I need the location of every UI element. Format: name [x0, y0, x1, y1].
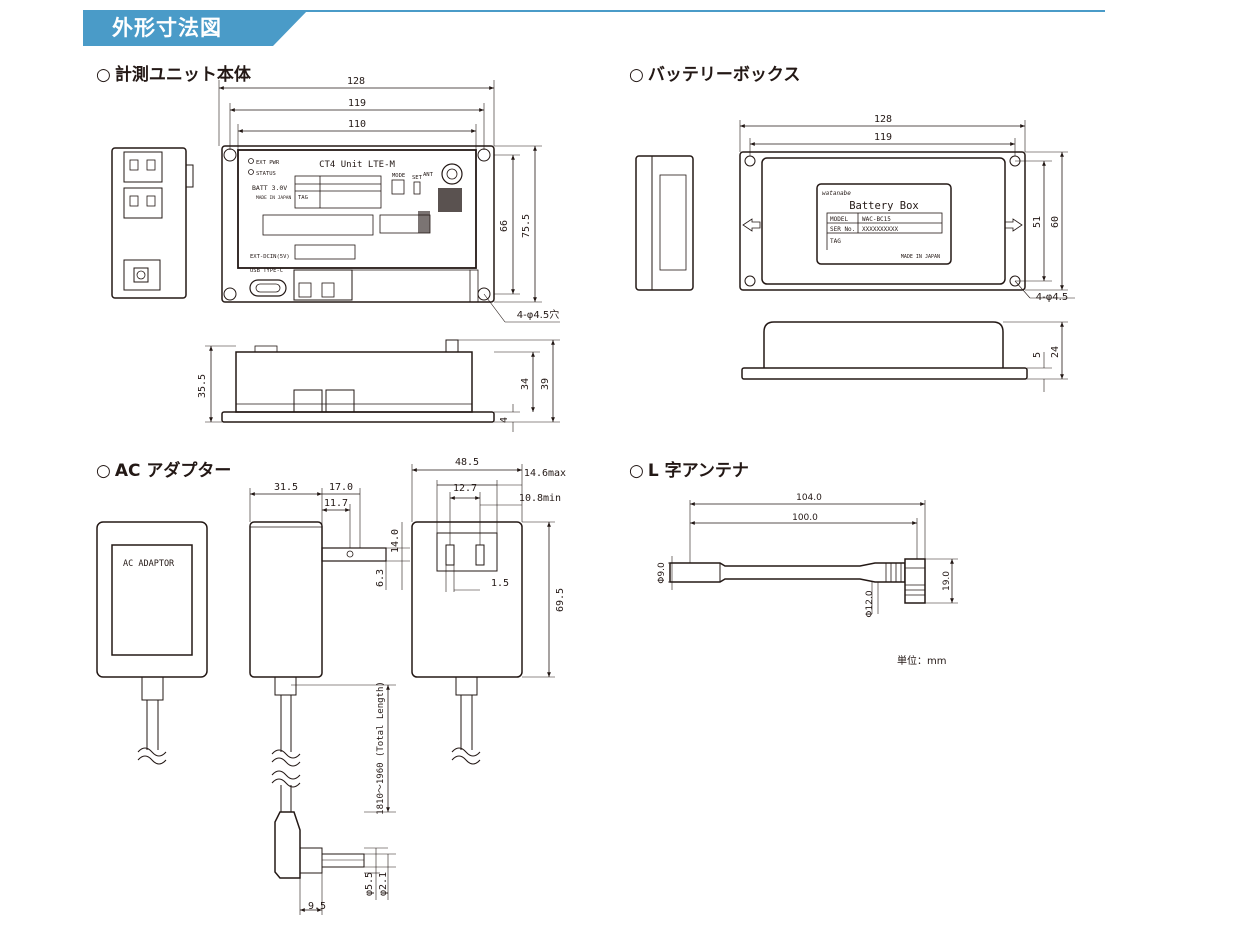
- adapter-dim-10-8min: 10.8min: [519, 493, 561, 504]
- unit-dim-66: 66: [499, 220, 510, 232]
- unit-product-name: CT4 Unit LTE-M: [319, 160, 395, 170]
- adapter-dim-69-5: 69.5: [555, 588, 566, 612]
- battery-dim-24: 24: [1050, 346, 1061, 358]
- battery-hole-note: 4-φ4.5: [1036, 292, 1068, 303]
- adapter-side-view: [249, 521, 387, 879]
- unit-dim-39: 39: [540, 378, 551, 390]
- unit-hole-note: 4-φ4.5穴: [517, 308, 559, 321]
- antenna-dimension-lines: [668, 500, 958, 614]
- antenna-dim-phi9: Φ9.0: [657, 562, 667, 584]
- adapter-dim-phi2-1: φ2.1: [378, 872, 389, 896]
- adapter-dim-6-3: 6.3: [375, 569, 386, 587]
- section-title-unit: ○計測ユニット本体: [96, 65, 251, 85]
- unit-bottom-view: [221, 339, 495, 423]
- antenna-dim-19: 19.0: [942, 571, 952, 591]
- unit-front-view: [221, 145, 495, 303]
- section-title-antenna: ○L 字アンテナ: [629, 461, 749, 481]
- adapter-front-view: [96, 521, 208, 765]
- unit-label-ext-pwr: EXT PWR: [256, 160, 280, 166]
- unit-dim-35-5: 35.5: [197, 374, 208, 398]
- adapter-dim-17-0: 17.0: [329, 482, 353, 493]
- page-title: 外形寸法図: [112, 16, 222, 40]
- unit-label-tag: TAG: [298, 195, 308, 201]
- adapter-dim-31-5: 31.5: [274, 482, 298, 493]
- unit-dimension-lines: [205, 80, 560, 432]
- unit-note: 単位：mm: [897, 656, 947, 667]
- unit-dim-34: 34: [520, 378, 531, 390]
- adapter-cable-length: 1810～1960 (Total Length): [376, 681, 386, 815]
- unit-label-set: SET: [412, 175, 423, 181]
- adapter-dim-phi5-5: φ5.5: [364, 872, 375, 896]
- adapter-dim-14-6max: 14.6max: [524, 468, 566, 479]
- unit-label-usb: USB TYPE-C: [250, 268, 283, 274]
- header-banner: [83, 10, 308, 46]
- adapter-dim-48-5: 48.5: [455, 457, 479, 468]
- unit-label-status: STATUS: [256, 171, 276, 177]
- adapter-dim-9-5: 9.5: [308, 901, 326, 912]
- adapter-dim-11-7: 11.7: [324, 498, 348, 509]
- section-title-battery: ○バッテリーボックス: [629, 65, 801, 85]
- adapter-label: AC ADAPTOR: [123, 559, 175, 569]
- adapter-dimension-lines: [249, 464, 555, 915]
- section-title-adapter: ○AC アダプター: [96, 461, 232, 481]
- battery-dim-119: 119: [874, 132, 892, 143]
- battery-front-view: [739, 151, 1026, 291]
- battery-ser-key: SER No.: [830, 226, 855, 233]
- unit-dim-119: 119: [348, 98, 366, 109]
- battery-side-view: [635, 155, 694, 291]
- adapter-dim-14-0: 14.0: [390, 529, 401, 553]
- battery-ser-value: XXXXXXXXXX: [862, 226, 899, 233]
- battery-made-in: MADE IN JAPAN: [901, 254, 940, 260]
- battery-bottom-view: [741, 321, 1028, 380]
- antenna-dim-104: 104.0: [796, 493, 822, 503]
- unit-dim-128: 128: [347, 76, 365, 87]
- antenna-drawing: [669, 558, 926, 604]
- adapter-dim-1-5: 1.5: [491, 578, 509, 589]
- unit-label-mode: MODE: [392, 173, 405, 179]
- unit-side-view: [111, 147, 194, 299]
- antenna-dim-100: 100.0: [792, 513, 818, 523]
- unit-label-made-in: MADE IN JAPAN: [256, 195, 292, 201]
- adapter-dim-12-7: 12.7: [453, 483, 477, 494]
- header-rule: [83, 10, 1105, 12]
- unit-label-batt: BATT 3.0V: [252, 184, 287, 192]
- battery-tag: TAG: [830, 238, 841, 245]
- unit-dim-110: 110: [348, 119, 366, 130]
- unit-dim-4: 4: [499, 417, 510, 423]
- unit-label-ant: ANT: [423, 172, 434, 178]
- antenna-dim-phi12: Φ12.0: [865, 590, 875, 617]
- adapter-rear-view: [411, 521, 523, 765]
- battery-model-key: MODEL: [830, 216, 848, 223]
- battery-dimension-lines: [739, 120, 1075, 392]
- battery-dim-5: 5: [1032, 352, 1043, 358]
- unit-dim-75-5: 75.5: [521, 214, 532, 238]
- battery-label-title: Battery Box: [849, 200, 919, 212]
- battery-dim-60: 60: [1050, 216, 1061, 228]
- battery-brand: watanabe: [822, 190, 851, 197]
- battery-dim-128: 128: [874, 114, 892, 125]
- battery-dim-51: 51: [1032, 216, 1043, 228]
- unit-label-ext-dc: EXT-DCIN(5V): [250, 254, 290, 260]
- battery-model-value: WAC-BC15: [862, 216, 891, 223]
